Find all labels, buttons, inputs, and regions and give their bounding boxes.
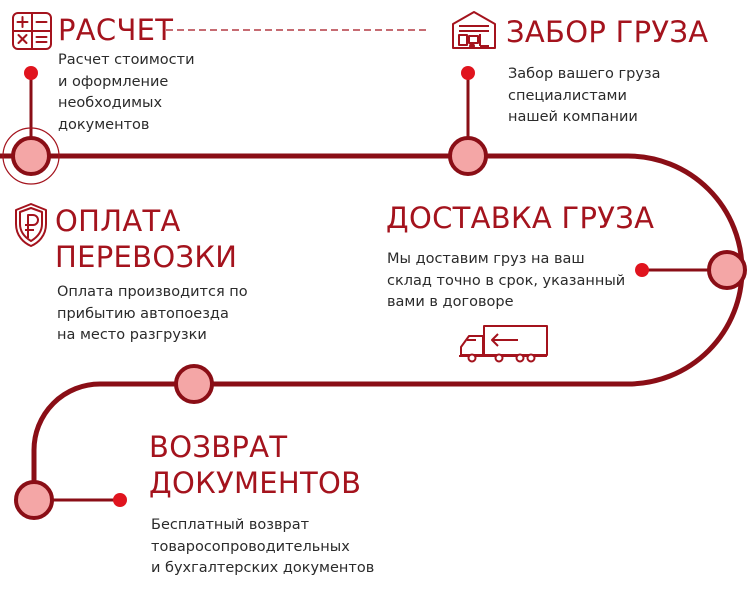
step-3-node [174, 364, 214, 404]
step-3-title-line: ПЕРЕВОЗКИ [55, 240, 238, 274]
step-4-node [707, 250, 747, 290]
step-1-description: Расчет стоимости и оформление необходимы… [58, 50, 195, 136]
step-2-description: Забор вашего груза специалистами нашей к… [508, 64, 661, 129]
step-3-desc-line: Оплата производится по [57, 284, 248, 300]
step-1-desc-line: необходимых [58, 95, 163, 111]
warehouse-forklift-icon [452, 11, 496, 49]
step-3-title: ОПЛАТА ПЕРЕВОЗКИ [55, 203, 237, 275]
step-1-node [11, 136, 51, 176]
step-2-desc-line: нашей компании [508, 109, 638, 125]
step-4-marker-dot [635, 263, 649, 277]
step-2-title: ЗАБОР ГРУЗА [506, 14, 708, 50]
step-5-marker-dot [113, 493, 127, 507]
step-1-title: РАСЧЕТ [58, 12, 173, 48]
step-4-description: Мы доставим груз на ваш склад точно в ср… [387, 249, 625, 314]
step-4-desc-line: вами в договоре [387, 294, 514, 310]
step-3-title-line: ОПЛАТА [55, 204, 181, 238]
step-1-title-line: РАСЧЕТ [58, 13, 174, 47]
step-3-description: Оплата производится по прибытию автопоез… [57, 282, 248, 347]
step-4-title: ДОСТАВКА ГРУЗА [386, 200, 654, 236]
step-4-title-line: ДОСТАВКА ГРУЗА [386, 201, 655, 235]
step-2-node [448, 136, 488, 176]
step-5-desc-line: товаросопроводительных [151, 538, 350, 555]
step-5-desc-line: Бесплатный возврат [151, 517, 310, 533]
process-track [0, 153, 745, 500]
step-1-marker-dot [24, 66, 38, 80]
calculator-icon [12, 12, 52, 50]
ruble-shield-icon [15, 203, 47, 247]
step-2-title-line: ЗАБОР ГРУЗА [506, 15, 709, 49]
step-3-desc-line: на место разгрузки [57, 327, 207, 343]
step-5-title-line: ДОКУМЕНТОВ [149, 466, 362, 500]
step-5-title-line: ВОЗВРАТ [149, 430, 288, 464]
step-5-node [14, 480, 54, 520]
step-4-desc-line: Мы доставим груз на ваш [387, 251, 585, 267]
truck-icon [459, 325, 548, 363]
step-5-desc-line: и бухгалтерских документов [151, 560, 375, 576]
step-2-desc-line: специалистами [508, 87, 627, 104]
step-5-title: ВОЗВРАТ ДОКУМЕНТОВ [149, 429, 361, 501]
step-2-desc-line: Забор вашего груза [508, 66, 661, 82]
step-2-marker-dot [461, 66, 475, 80]
step-5-description: Бесплатный возврат товаросопроводительны… [151, 515, 374, 580]
step-1-desc-line: и оформление [58, 73, 169, 90]
step-1-node-halo [2, 127, 60, 185]
step-3-desc-line: прибытию автопоезда [57, 305, 229, 322]
step-1-desc-line: документов [58, 116, 150, 133]
step-4-desc-line: склад точно в срок, указанный [387, 272, 626, 289]
step-1-desc-line: Расчет стоимости [58, 52, 195, 68]
